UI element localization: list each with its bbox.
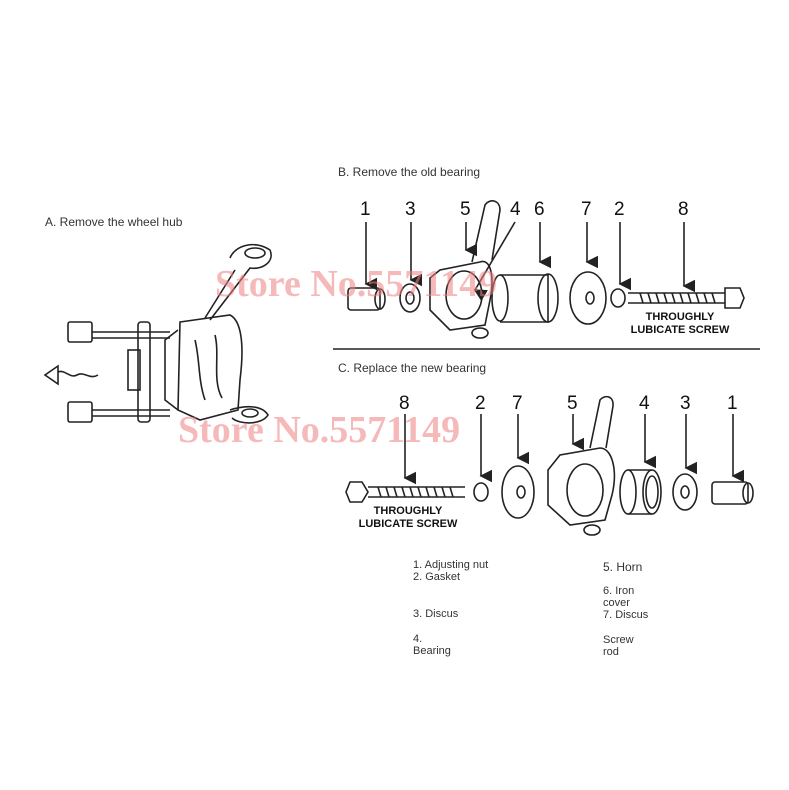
part-number-b: 7	[581, 199, 592, 220]
legend-item-6b: cover	[603, 597, 630, 609]
screw-label-line2: LUBICATE SCREW	[358, 518, 458, 530]
part-number-c: 7	[512, 393, 523, 414]
exploded-parts-c	[345, 395, 754, 536]
part-number-b: 6	[534, 199, 545, 220]
legend-item-1: 1. Adjusting nut	[413, 559, 489, 571]
screw-label-line2: LUBICATE SCREW	[630, 324, 730, 336]
screw-label-c: THROUGHLY LUBICATE SCREW	[348, 505, 468, 531]
legend-item-2: 2. Gasket	[413, 571, 461, 583]
part-number-c: 1	[727, 393, 738, 414]
legend-item-5: 5. Horn	[603, 560, 643, 574]
part-number-c: 5	[567, 393, 578, 414]
part-number-b: 8	[678, 199, 689, 220]
legend-item-4b: Bearing	[413, 645, 451, 657]
part-number-c: 8	[399, 393, 410, 414]
section-b-title: B. Remove the old bearing	[338, 165, 481, 179]
legend-item-6a: 6. Iron	[603, 585, 635, 597]
screw-label-b: THROUGHLY LUBICATE SCREW	[620, 311, 740, 337]
part-number-b: 4	[510, 199, 521, 220]
wheel-hub-drawing	[43, 243, 272, 424]
section-c-title: C. Replace the new bearing	[338, 361, 487, 375]
arrows-b	[364, 221, 696, 302]
screw-label-line1: THROUGHLY	[373, 505, 443, 517]
part-number-c: 4	[639, 393, 650, 414]
legend-item-8b: rod	[603, 646, 619, 658]
part-number-b: 2	[614, 199, 625, 220]
watermark: Store No.5571149	[178, 409, 461, 451]
legend-item-7: 7. Discus	[603, 609, 649, 621]
watermark: Store No.5571149	[215, 263, 498, 305]
part-number-b: 5	[460, 199, 471, 220]
arrows-c	[403, 414, 745, 485]
exploded-parts-b	[347, 200, 745, 339]
legend-item-8a: Screw	[603, 634, 634, 646]
part-number-b: 3	[405, 199, 416, 220]
part-number-c: 3	[680, 393, 691, 414]
section-a-title: A. Remove the wheel hub	[45, 215, 183, 229]
legend-item-3: 3. Discus	[413, 608, 459, 620]
part-number-b: 1	[360, 199, 371, 220]
legend-item-4a: 4.	[413, 633, 423, 645]
screw-label-line1: THROUGHLY	[645, 311, 715, 323]
part-number-c: 2	[475, 393, 486, 414]
